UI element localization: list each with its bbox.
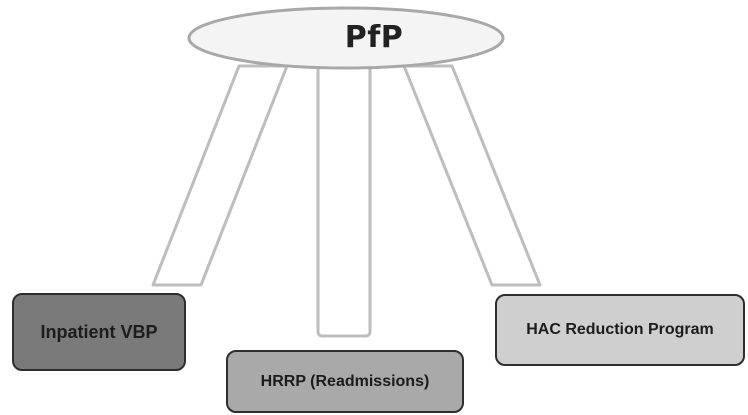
pillar-label: HAC Reduction Program [526, 321, 714, 338]
pillar-box-inpatient-vbp: Inpatient VBP [12, 293, 186, 371]
stool-leg-left [151, 64, 289, 287]
pillar-box-hac-reduction: HAC Reduction Program [495, 294, 745, 366]
pillar-box-hrrp: HRRP (Readmissions) [226, 350, 464, 413]
pillar-label: Inpatient VBP [40, 321, 158, 342]
stool-seat [187, 6, 505, 70]
stool-leg-middle [316, 64, 372, 338]
stool-leg-right [402, 64, 542, 287]
stool-seat-label: PfP [344, 19, 404, 55]
pillar-label: HRRP (Readmissions) [260, 372, 430, 390]
